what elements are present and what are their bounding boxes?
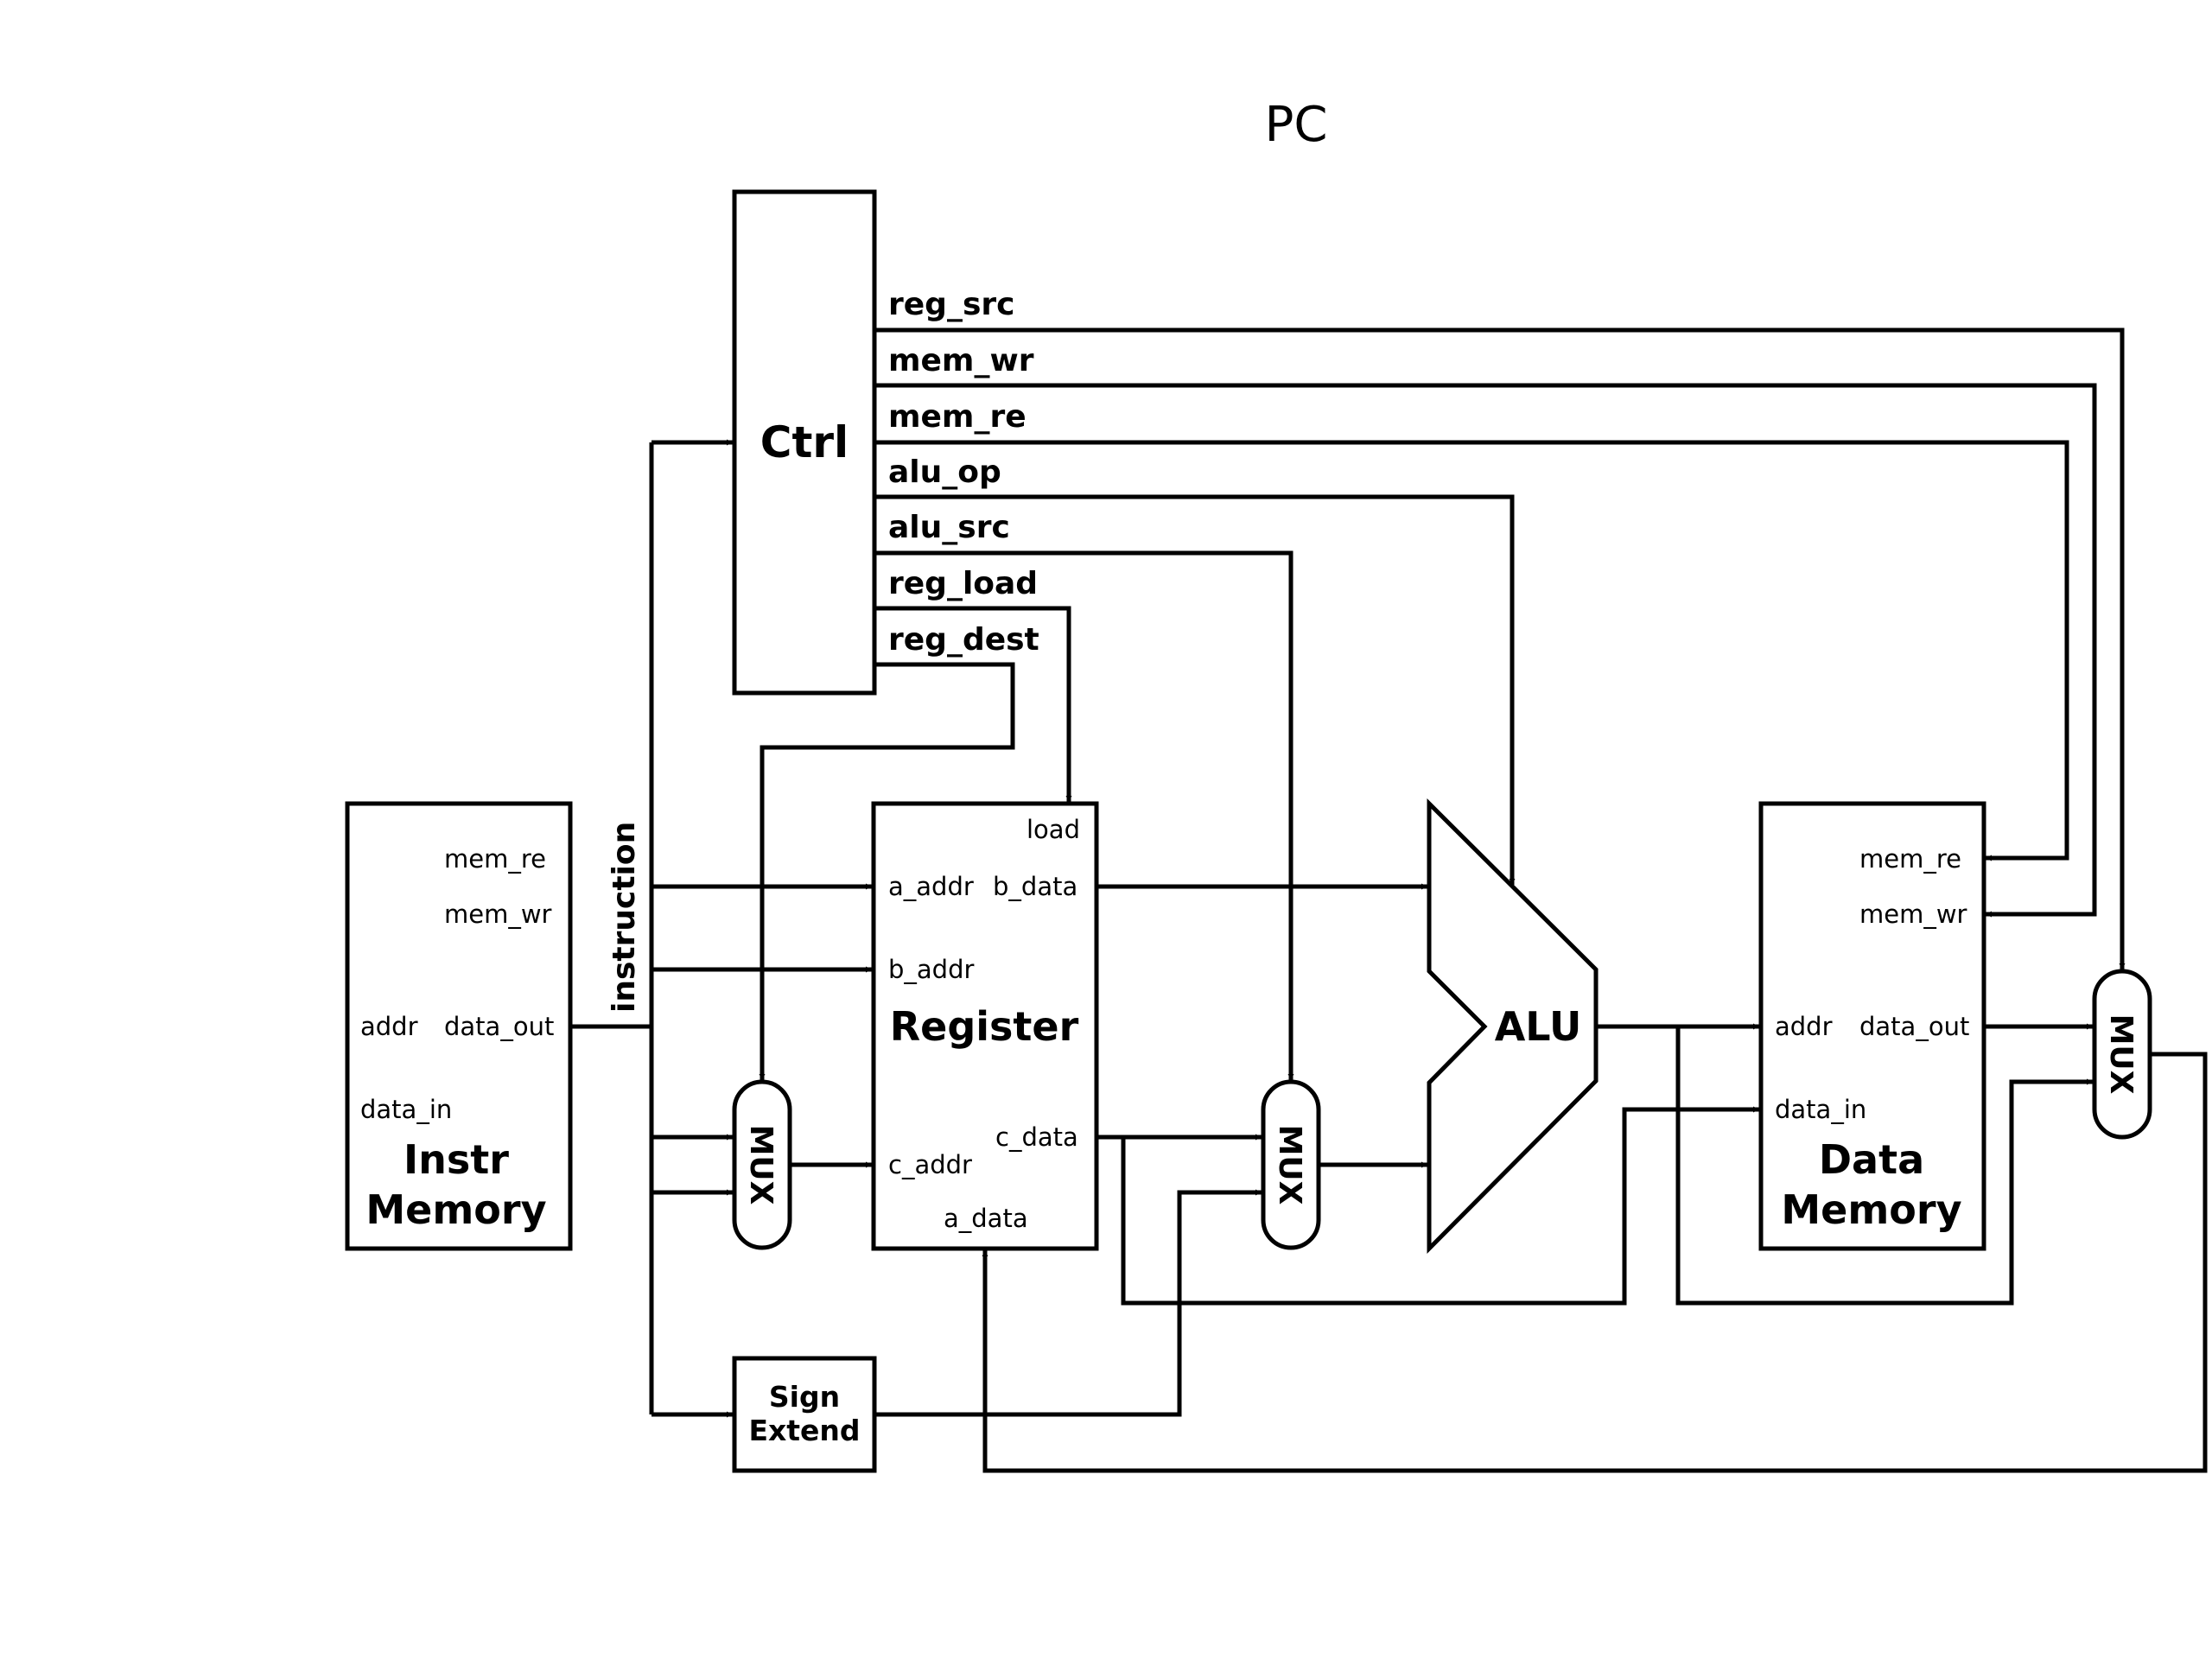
reg-port-b-data: b_data bbox=[993, 872, 1077, 901]
reg-port-load: load bbox=[1027, 815, 1080, 844]
wire-alu-op bbox=[874, 494, 1516, 885]
reg-port-a-data: a_data bbox=[944, 1204, 1028, 1233]
data-memory-label-line1: Data bbox=[1819, 1136, 1924, 1183]
data-port-addr: addr bbox=[1775, 1012, 1833, 1041]
data-port-mem-wr: mem_wr bbox=[1859, 899, 1967, 929]
instr-port-mem-re: mem_re bbox=[444, 844, 546, 874]
mux-register-dest-label: MUX bbox=[743, 1125, 779, 1205]
wire-mem-wr bbox=[874, 383, 2097, 918]
data-port-data-out: data_out bbox=[1859, 1012, 1969, 1041]
instr-memory-label-line2: Memory bbox=[365, 1186, 546, 1233]
instr-memory-block bbox=[345, 801, 573, 1251]
sign-extend-block bbox=[732, 1356, 877, 1473]
mux-alu-src-label: MUX bbox=[1272, 1125, 1307, 1205]
data-port-data-in: data_in bbox=[1775, 1095, 1866, 1124]
reg-port-c-addr: c_addr bbox=[888, 1150, 972, 1179]
label-alu-src: alu_src bbox=[888, 510, 1010, 545]
wire-c-data-to-data-in bbox=[1121, 1106, 1759, 1306]
instr-port-data-in: data_in bbox=[360, 1095, 452, 1124]
wire-reg-load bbox=[874, 606, 1072, 802]
wire-alu-src bbox=[874, 550, 1294, 1080]
reg-port-b-addr: b_addr bbox=[888, 955, 974, 984]
instr-port-addr: addr bbox=[360, 1012, 418, 1041]
instr-port-mem-wr: mem_wr bbox=[444, 899, 552, 929]
label-reg-dest: reg_dest bbox=[888, 622, 1039, 658]
wire-mem-re bbox=[874, 440, 2069, 861]
alu-label: ALU bbox=[1495, 1003, 1582, 1050]
register-label: Register bbox=[890, 1003, 1079, 1050]
label-instruction: instruction bbox=[607, 822, 642, 1013]
sign-extend-label-line1: Sign bbox=[769, 1380, 840, 1414]
instr-memory-label-line1: Instr bbox=[404, 1136, 509, 1183]
wire-alu-to-out-mux bbox=[1675, 1027, 2093, 1306]
ctrl-label: Ctrl bbox=[760, 417, 849, 467]
pc-title: PC bbox=[1264, 97, 1328, 153]
label-reg-load: reg_load bbox=[888, 566, 1038, 601]
register-block bbox=[871, 801, 1099, 1251]
wire-reg-src bbox=[874, 327, 2126, 969]
data-memory-block bbox=[1758, 801, 1986, 1251]
ctrl-block bbox=[732, 189, 877, 696]
label-mem-wr: mem_wr bbox=[888, 343, 1034, 378]
alu-block bbox=[1427, 798, 1599, 1255]
data-port-mem-re: mem_re bbox=[1859, 844, 1961, 874]
mux-reg-src-label: MUX bbox=[2103, 1014, 2139, 1095]
wire-reg-dest bbox=[759, 662, 1015, 1080]
wire-sign-extend-to-mux bbox=[874, 1189, 1262, 1417]
wire-writeback bbox=[982, 1052, 2208, 1473]
sign-extend-label-line2: Extend bbox=[748, 1414, 860, 1447]
instr-port-data-out: data_out bbox=[444, 1012, 554, 1041]
label-mem-re: mem_re bbox=[888, 399, 1027, 435]
data-memory-label-line2: Memory bbox=[1781, 1186, 1961, 1233]
label-reg-src: reg_src bbox=[888, 287, 1014, 322]
label-alu-op: alu_op bbox=[888, 454, 1001, 490]
reg-port-c-data: c_data bbox=[995, 1122, 1078, 1152]
reg-port-a-addr: a_addr bbox=[888, 872, 974, 901]
